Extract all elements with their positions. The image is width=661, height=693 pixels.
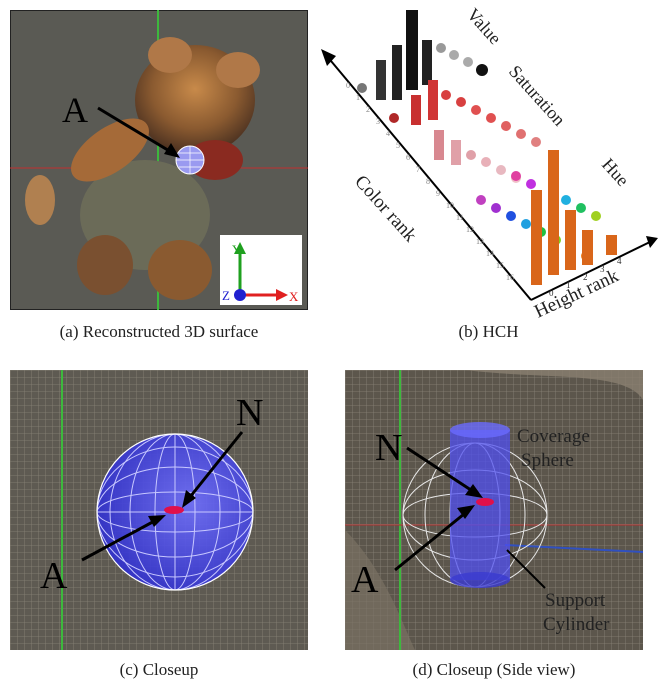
teddy-bear-surface	[25, 37, 260, 300]
axis-label-color-rank: Color rank	[350, 171, 421, 246]
axes-inset	[220, 235, 302, 305]
label-n-d: N	[375, 427, 402, 469]
svg-text:13: 13	[476, 237, 484, 246]
svg-text:5: 5	[396, 141, 400, 150]
svg-text:7: 7	[416, 165, 420, 174]
pink-row-bars	[434, 130, 521, 183]
row-label-hue: Hue	[598, 154, 633, 190]
arrow-a	[97, 106, 177, 157]
caption-d: (d) Closeup (Side view)	[412, 660, 576, 679]
svg-text:3: 3	[600, 264, 605, 274]
svg-text:4: 4	[617, 256, 622, 266]
svg-text:2: 2	[583, 272, 588, 282]
label-sphere: Sphere	[521, 450, 574, 471]
label-n-c: N	[236, 392, 263, 434]
svg-text:12: 12	[466, 225, 474, 234]
label-a-c: A	[40, 555, 68, 597]
svg-text:0: 0	[346, 81, 350, 90]
row-label-value: Value	[463, 4, 505, 48]
svg-text:1: 1	[566, 280, 571, 290]
svg-text:4: 4	[386, 129, 390, 138]
svg-text:9: 9	[436, 189, 440, 198]
caption-a: (a) Reconstructed 3D surface	[59, 322, 259, 341]
svg-text:6: 6	[406, 153, 410, 162]
svg-text:8: 8	[426, 177, 430, 186]
panel-d-image: N A Coverage Sphere Support Cylinder	[345, 370, 643, 650]
row-label-saturation: Saturation	[505, 61, 569, 129]
svg-text:16: 16	[506, 273, 514, 282]
arrow-n-c	[184, 431, 244, 503]
arrow-n-d	[406, 446, 478, 496]
color-rank-axis	[325, 54, 532, 301]
caption-c: (c) Closeup	[119, 660, 199, 679]
normal-marker-d	[476, 498, 494, 506]
svg-text:2: 2	[366, 105, 370, 114]
label-a-d: A	[351, 559, 379, 601]
svg-text:3: 3	[376, 117, 380, 126]
label-coverage: Coverage	[517, 426, 590, 447]
svg-text:0: 0	[549, 288, 554, 298]
panel-c-closeup: N A	[10, 370, 308, 650]
svg-text:10: 10	[446, 201, 454, 210]
axis-x-label: X	[289, 289, 299, 304]
panel-a-reconstructed-surface: A Y Z X	[10, 10, 308, 310]
arrow-a-d	[394, 508, 470, 572]
panel-a-image: A Y Z X	[10, 10, 308, 310]
value-row-bars	[357, 10, 488, 100]
label-a: A	[62, 90, 88, 130]
panel-d-closeup-side: N A Coverage Sphere Support Cylinder	[345, 370, 643, 650]
svg-text:1: 1	[356, 93, 360, 102]
axis-y-label: Y	[232, 242, 242, 257]
label-support: Support	[545, 590, 606, 611]
saturation-row-bars	[389, 80, 541, 147]
arrow-support-d	[506, 549, 546, 589]
hue-row-bars	[476, 150, 617, 285]
label-cylinder: Cylinder	[543, 614, 610, 635]
panel-c-image: N A	[10, 370, 308, 650]
height-rank-ticks: 0 1 2 3 4	[549, 256, 622, 298]
axis-z-label: Z	[222, 288, 230, 303]
svg-text:14: 14	[486, 249, 494, 258]
height-rank-axis	[530, 239, 655, 301]
caption-b: (b) HCH	[458, 322, 519, 341]
arrow-a-c	[81, 516, 161, 562]
normal-marker-c	[164, 506, 184, 514]
svg-text:11: 11	[456, 213, 464, 222]
svg-text:15: 15	[496, 261, 504, 270]
